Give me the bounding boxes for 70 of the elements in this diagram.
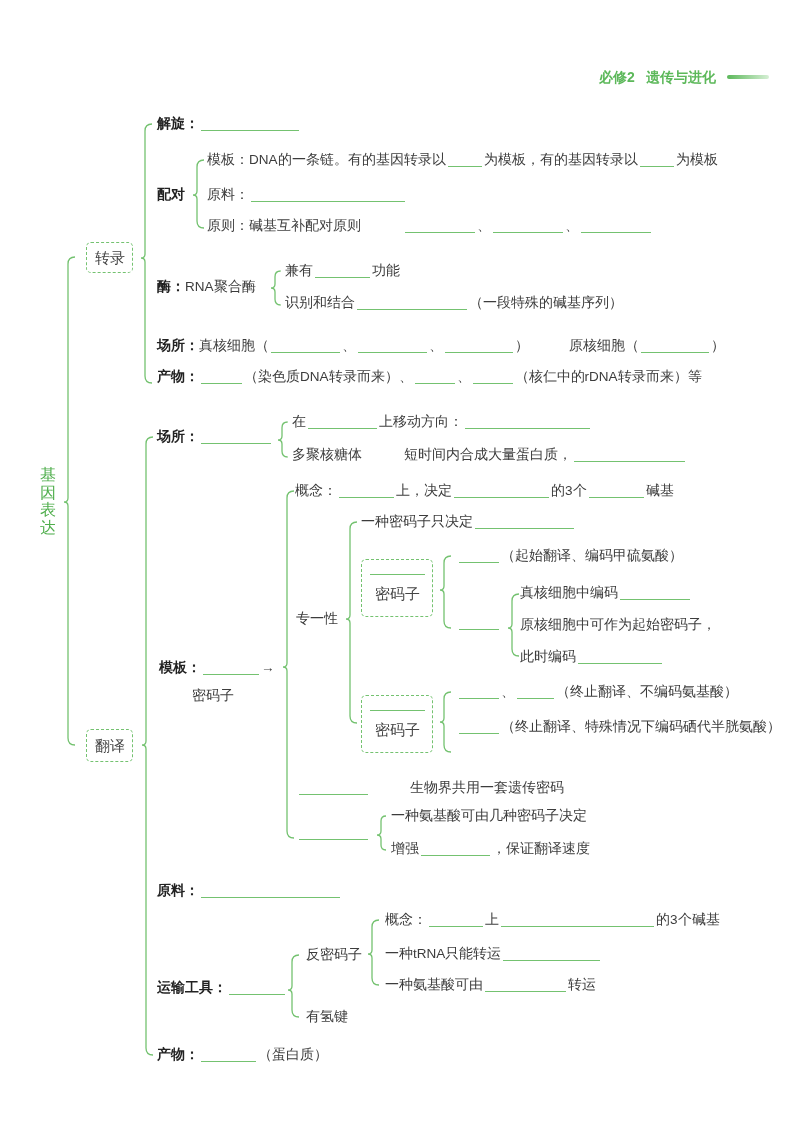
text-label: 生物界共用一套遗传密码 [410, 779, 564, 797]
text-label: 酶：RNA聚合酶 [157, 278, 256, 296]
section-heading: 必修2 [599, 68, 635, 86]
text-label: 一种密码子只决定 [361, 513, 473, 531]
text-label: 、 [342, 337, 356, 355]
topic-box: 转录 [86, 242, 133, 273]
section-heading: 运输工具： [157, 979, 227, 997]
text-label: （蛋白质） [258, 1046, 328, 1064]
text-label: 兼有 [285, 262, 313, 280]
term-text: 密码子 [374, 584, 420, 603]
text-label: 增强 [391, 840, 419, 858]
text-label: 原料： [207, 186, 249, 204]
section-heading: 原料： [157, 882, 199, 900]
text-label: 上，决定 [396, 482, 452, 500]
text-label: → [261, 659, 275, 677]
text-label: 短时间内合成大量蛋白质， [404, 446, 572, 464]
topic-box: 翻译 [86, 729, 133, 762]
section-heading: 解旋： [157, 115, 199, 133]
text-label: 的3个 [551, 482, 587, 500]
text-label: 此时编码 [520, 648, 576, 666]
text-label: 反密码子 [306, 946, 362, 964]
text-label: 多聚核糖体 [292, 446, 362, 464]
text-label: 为模板 [675, 151, 718, 169]
text-label: 、 [456, 368, 471, 386]
text-label: （起始翻译、编码甲硫氨酸） [501, 547, 683, 565]
text-label: 、 [477, 217, 491, 235]
text-label: 概念： [295, 482, 337, 500]
text-label: 一种氨基酸可由几种密码子决定 [391, 807, 587, 825]
text-label: 场所：真核细胞（ [157, 337, 269, 355]
text-label: （终止翻译、特殊情况下编码硒代半胱氨酸） [501, 718, 781, 736]
section-heading: 场所： [157, 428, 199, 446]
text-label: 密码子 [192, 687, 234, 705]
text-label: 为模板，有的基因转录以 [483, 151, 638, 169]
text-label: ） [515, 337, 529, 355]
text-label: 真核细胞中编码 [520, 584, 618, 602]
vertical-title: 基因表达 [40, 466, 56, 537]
section-heading: 产物： [157, 368, 199, 386]
concept-box [361, 695, 433, 753]
text-label: 功能 [372, 262, 400, 280]
text-label: ） [711, 337, 725, 355]
text-label: 转运 [568, 976, 596, 994]
term-text: 密码子 [374, 720, 420, 739]
text-label: 识别和结合 [285, 294, 355, 312]
section-heading: 遗传与进化 [646, 68, 716, 86]
text-label: 原核细胞（ [569, 337, 639, 355]
concept-box [361, 559, 433, 617]
text-label: 碱基 [645, 482, 674, 500]
text-label: 原核细胞中可作为起始密码子， [520, 616, 716, 634]
text-label: （染色质DNA转录而来）、 [244, 368, 413, 386]
section-heading: 产物： [157, 1046, 199, 1064]
text-label: 的3个碱基 [656, 911, 720, 929]
text-label: 一种tRNA只能转运 [385, 945, 502, 963]
text-label: 专一性 [296, 610, 338, 628]
text-label: 上移动方向： [379, 413, 463, 431]
text-label: 在 [292, 413, 306, 431]
text-label: （核仁中的rDNA转录而来）等 [514, 368, 702, 386]
text-label: 模板：DNA的一条链。有的基因转录以 [207, 151, 446, 169]
section-heading: 配对 [157, 186, 185, 204]
text-label: 、 [565, 217, 579, 235]
text-label: （终止翻译、不编码氨基酸） [556, 683, 738, 701]
text-label: 有氢键 [306, 1008, 348, 1026]
text-label: 概念： [385, 911, 427, 929]
text-label: 一种氨基酸可由 [385, 976, 483, 994]
text-label: （一段特殊的碱基序列） [469, 294, 623, 312]
section-heading: 模板： [159, 659, 201, 677]
text-label: 上 [485, 911, 499, 929]
text-label: 原则：碱基互补配对原则 [207, 217, 361, 235]
text-label: 、 [501, 683, 515, 701]
text-label: ，保证翻译速度 [492, 840, 590, 858]
text-label: 、 [429, 337, 443, 355]
